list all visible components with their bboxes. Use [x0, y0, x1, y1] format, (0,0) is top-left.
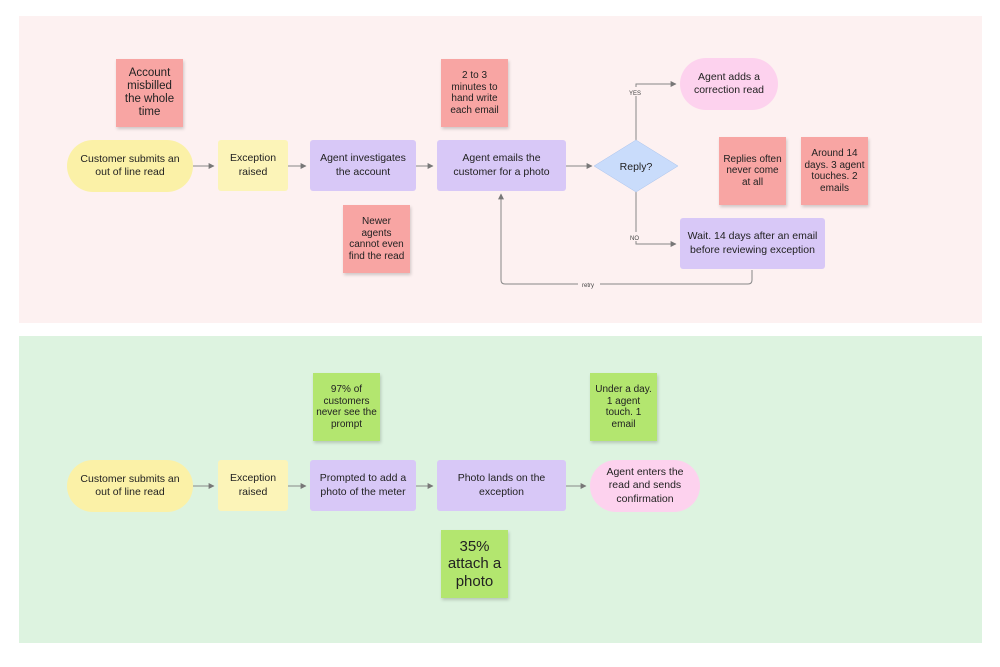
photo-lands-node: Photo lands on the exception	[437, 460, 566, 511]
sticky-account-misbilled: Account misbilled the whole time	[116, 59, 183, 127]
edge-label-no: NO	[630, 236, 639, 242]
b-customer-submits-node: Customer submits an out of line read	[67, 460, 193, 512]
exception-raised-node: Exception raised	[218, 140, 288, 191]
sticky-hand-write-email: 2 to 3 minutes to hand write each email	[441, 59, 508, 127]
edge-reply-no	[635, 192, 677, 247]
agent-enters-read-node: Agent enters the read and sends confirma…	[590, 460, 700, 512]
sticky-around-14-days: Around 14 days. 3 agent touches. 2 email…	[801, 137, 868, 205]
prompted-photo-node: Prompted to add a photo of the meter	[310, 460, 416, 511]
sticky-under-a-day: Under a day. 1 agent touch. 1 email	[590, 373, 657, 441]
agent-investigates-node: Agent investigates the account	[310, 140, 416, 191]
customer-submits-node: Customer submits an out of line read	[67, 140, 193, 192]
wait-14-days-node: Wait. 14 days after an email before revi…	[680, 218, 825, 269]
sticky-replies-never: Replies often never come at all	[719, 137, 786, 205]
agent-emails-node: Agent emails the customer for a photo	[437, 140, 566, 191]
edge-label-yes: YES	[629, 91, 641, 97]
reply-decision-diamond	[593, 139, 679, 193]
reply-decision-label: Reply?	[620, 161, 653, 173]
sticky-newer-agents: Newer agents cannot even find the read	[343, 205, 410, 273]
edge-retry	[498, 193, 753, 285]
agent-adds-correction-node: Agent adds a correction read	[680, 58, 778, 110]
b-exception-raised-node: Exception raised	[218, 460, 288, 511]
edge-reply-yes	[635, 81, 677, 140]
sticky-never-see-prompt: 97% of customers never see the prompt	[313, 373, 380, 441]
edge-label-retry: retry	[582, 283, 594, 289]
sticky-attach-photo: 35% attach a photo	[441, 530, 508, 598]
